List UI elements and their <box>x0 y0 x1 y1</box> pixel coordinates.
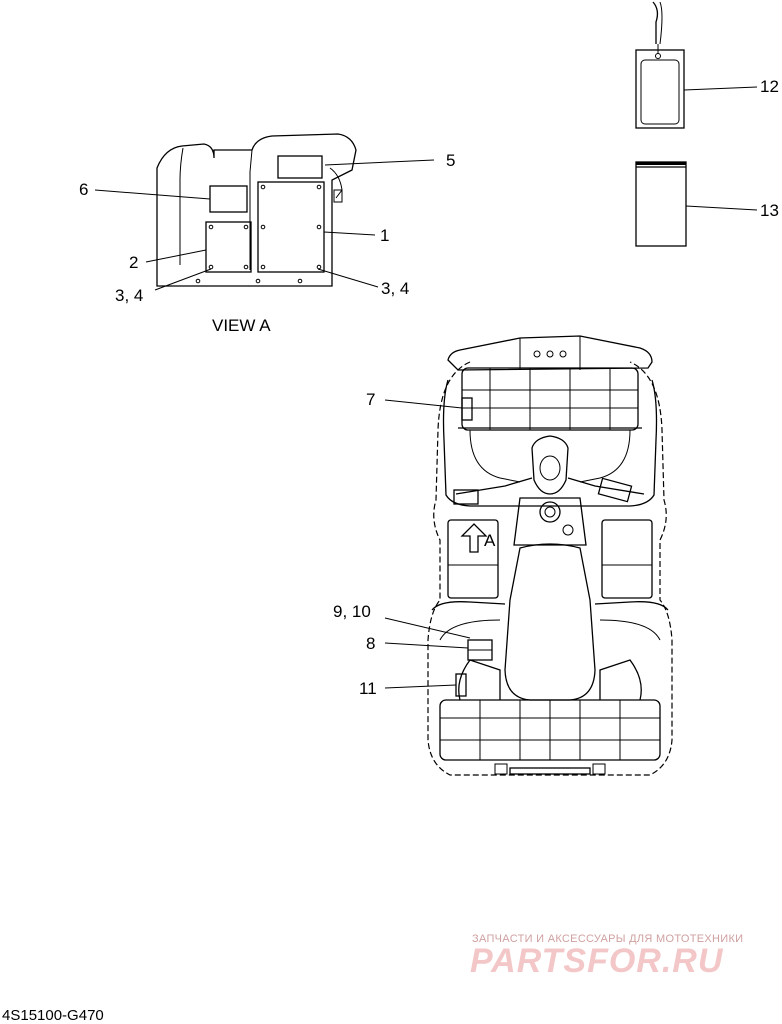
callout-11: 11 <box>359 679 377 698</box>
decal-5-outline <box>277 155 323 179</box>
callout-7: 7 <box>366 390 375 409</box>
decal-7-outline <box>461 397 473 421</box>
view-a-title: VIEW A <box>212 316 271 335</box>
callout-12: 12 <box>760 77 779 96</box>
leader-13 <box>685 205 758 211</box>
callout-1: 1 <box>380 226 389 245</box>
callout-5: 5 <box>446 151 455 170</box>
callout-2: 2 <box>129 253 138 272</box>
card-13 <box>635 161 687 247</box>
view-arrow <box>460 523 488 553</box>
callout-13: 13 <box>760 201 779 220</box>
part-code: 4S15100-G470 <box>2 1007 104 1024</box>
view-a-leaders <box>94 159 435 291</box>
callout-3-4-left: 3, 4 <box>115 286 143 305</box>
hang-tag-12 <box>635 1 685 129</box>
callout-6: 6 <box>79 180 88 199</box>
arrow-label-a: A <box>484 531 496 550</box>
atv-top-view: A <box>427 335 673 776</box>
watermark-tagline: ЗАПЧАСТИ И АКСЕССУАРЫ ДЛЯ МОТОТЕХНИКИ <box>472 933 743 945</box>
callout-8: 8 <box>366 634 375 653</box>
decal-6-outline <box>209 185 248 213</box>
view-a-fender <box>156 133 357 287</box>
callout-9-10: 9, 10 <box>333 602 371 621</box>
decal-2-outline <box>205 221 252 273</box>
atv-leaders <box>384 399 471 689</box>
leader-12 <box>683 86 758 91</box>
watermark-logo: PARTSFOR.RU <box>470 942 724 980</box>
callout-3-4-right: 3, 4 <box>381 279 409 298</box>
decal-1-outline <box>257 181 325 273</box>
